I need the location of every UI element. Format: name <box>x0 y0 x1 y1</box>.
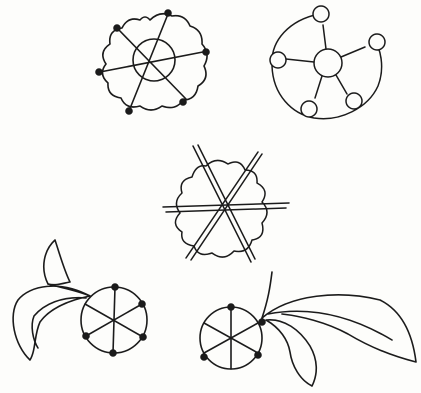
spoke <box>129 14 168 111</box>
node-dot <box>201 354 207 360</box>
node-dot <box>139 301 145 307</box>
center-circle <box>133 39 175 81</box>
outer-node <box>369 34 385 50</box>
outer-node <box>313 6 329 22</box>
spoke <box>323 25 326 49</box>
leaf-wheel-icon <box>13 240 147 360</box>
node-dot <box>259 319 265 325</box>
node-dot <box>228 304 234 310</box>
spoke <box>286 59 314 62</box>
node-dot <box>83 333 89 339</box>
outer-ring <box>272 14 382 119</box>
hub-circle <box>314 49 342 77</box>
wheel-leaf-icon <box>200 272 416 386</box>
node-dot <box>140 334 146 340</box>
node-dot <box>203 49 209 55</box>
outer-node <box>301 101 317 117</box>
outer-node <box>346 93 362 109</box>
node-dot <box>110 350 116 356</box>
node-dot <box>180 99 186 105</box>
crossed-flower-icon <box>163 145 289 262</box>
node-dot <box>165 10 171 16</box>
scalloped-flower-icon <box>96 10 209 114</box>
spoke <box>341 47 365 57</box>
cross-line <box>191 154 262 260</box>
outer-node <box>270 52 286 68</box>
circle-ring-icon <box>270 6 385 119</box>
spoke <box>315 76 322 98</box>
spoke <box>336 75 347 94</box>
node-dot <box>126 108 132 114</box>
node-dot <box>114 25 120 31</box>
cross-line <box>198 145 255 259</box>
node-dot <box>96 69 102 75</box>
node-dot <box>112 284 118 290</box>
node-dot <box>255 352 261 358</box>
spoke <box>100 51 208 72</box>
upper-leaf <box>44 240 70 285</box>
lower-leaf <box>266 320 316 386</box>
upper-leaf <box>262 295 416 362</box>
